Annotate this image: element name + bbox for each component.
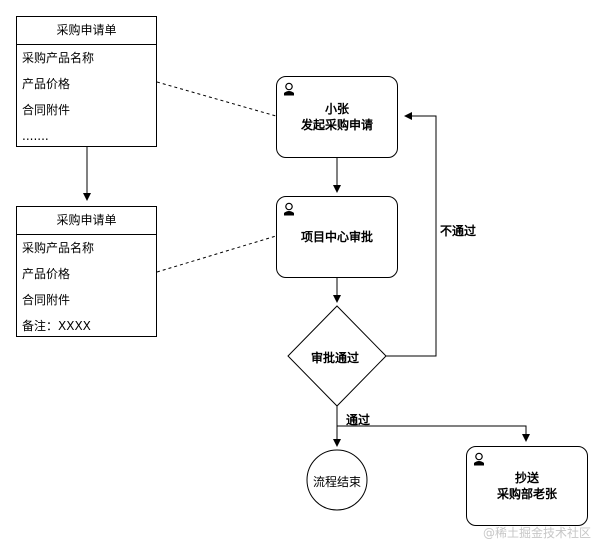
node-label: 项目中心审批 [300,230,373,244]
edge-label-approve: 通过 [346,413,371,427]
form-field: 合同附件 [22,293,71,307]
user-icon [284,202,294,216]
node-review: 项目中心审批 [276,196,398,278]
form-field: 合同附件 [22,103,71,117]
node-cc: 抄送 采购部老张 [466,446,588,526]
node-label: 小张 发起采购申请 [300,102,373,132]
decision-diamond [287,305,387,407]
form-field: 采购产品名称 [22,241,95,255]
user-icon [284,82,294,96]
end-circle [306,449,368,511]
association-line-bottom [156,235,277,273]
form-field: ....... [22,129,49,143]
node-label: 抄送 采购部老张 [496,471,557,501]
decision-label: 审批通过 [311,351,360,365]
form-title: 采购申请单 [17,17,156,45]
node-start: 小张 发起采购申请 [276,76,398,158]
end-label: 流程结束 [313,475,362,489]
edge-reject-loop [386,112,437,357]
watermark: @稀土掘金技术社区 [483,526,592,540]
purchase-form-top: 采购申请单 采购产品名称 产品价格 合同附件 ....... [16,16,157,147]
form-title: 采购申请单 [17,207,156,235]
association-line-top [156,81,277,117]
form-field: 备注：XXXX [22,319,91,333]
user-icon [474,452,484,466]
edge-label-reject: 不通过 [440,224,477,238]
edge-approve-to-cc [337,425,530,442]
form-field: 采购产品名称 [22,51,95,65]
form-field: 产品价格 [22,77,71,91]
form-field: 产品价格 [22,267,71,281]
purchase-form-bottom: 采购申请单 采购产品名称 产品价格 合同附件 备注：XXXX [16,206,157,337]
